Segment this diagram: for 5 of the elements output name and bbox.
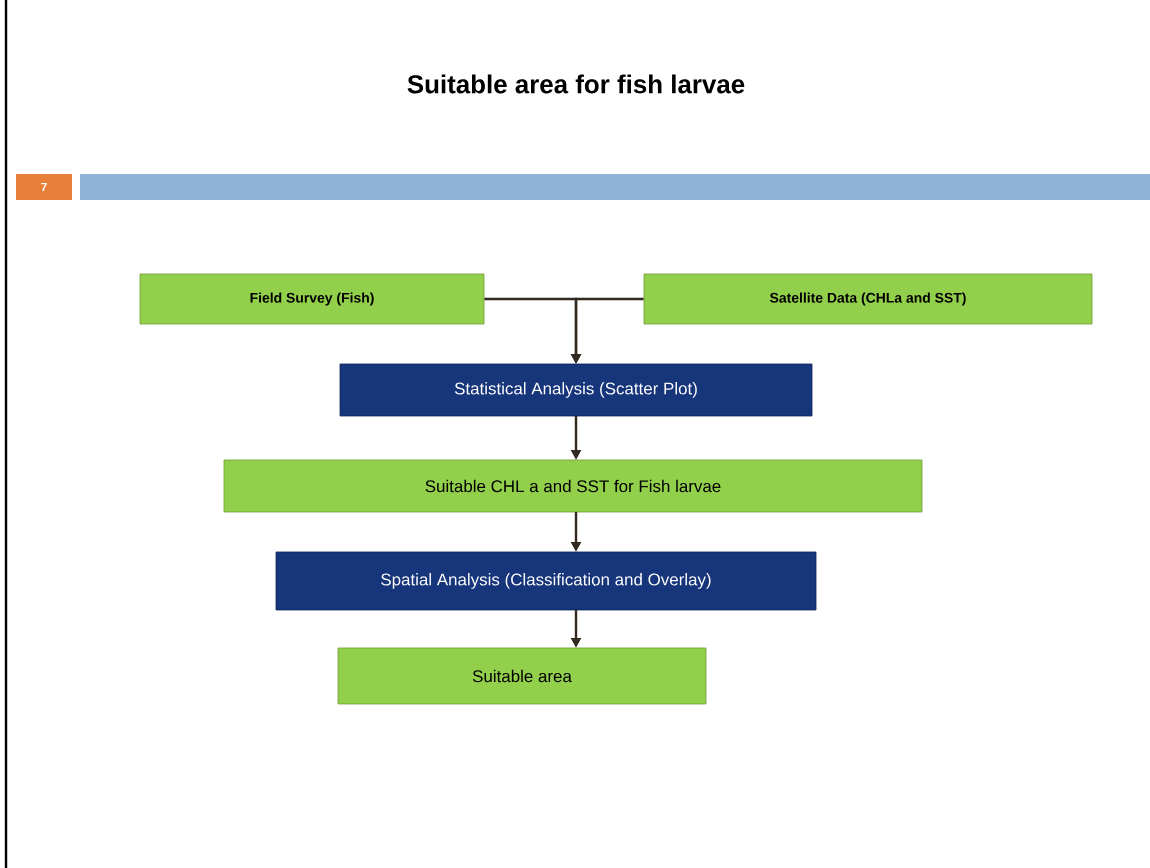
process-box: Suitable area: [337, 647, 707, 705]
process-box: Suitable CHL a and SST for Fish larvae: [223, 459, 923, 513]
title: Suitable area for fish larvae: [407, 74, 745, 94]
process-box: Statistical Analysis (Scatter Plot): [339, 363, 813, 417]
process-box: Spatial Analysis (Classification and Overlay): [275, 551, 817, 611]
